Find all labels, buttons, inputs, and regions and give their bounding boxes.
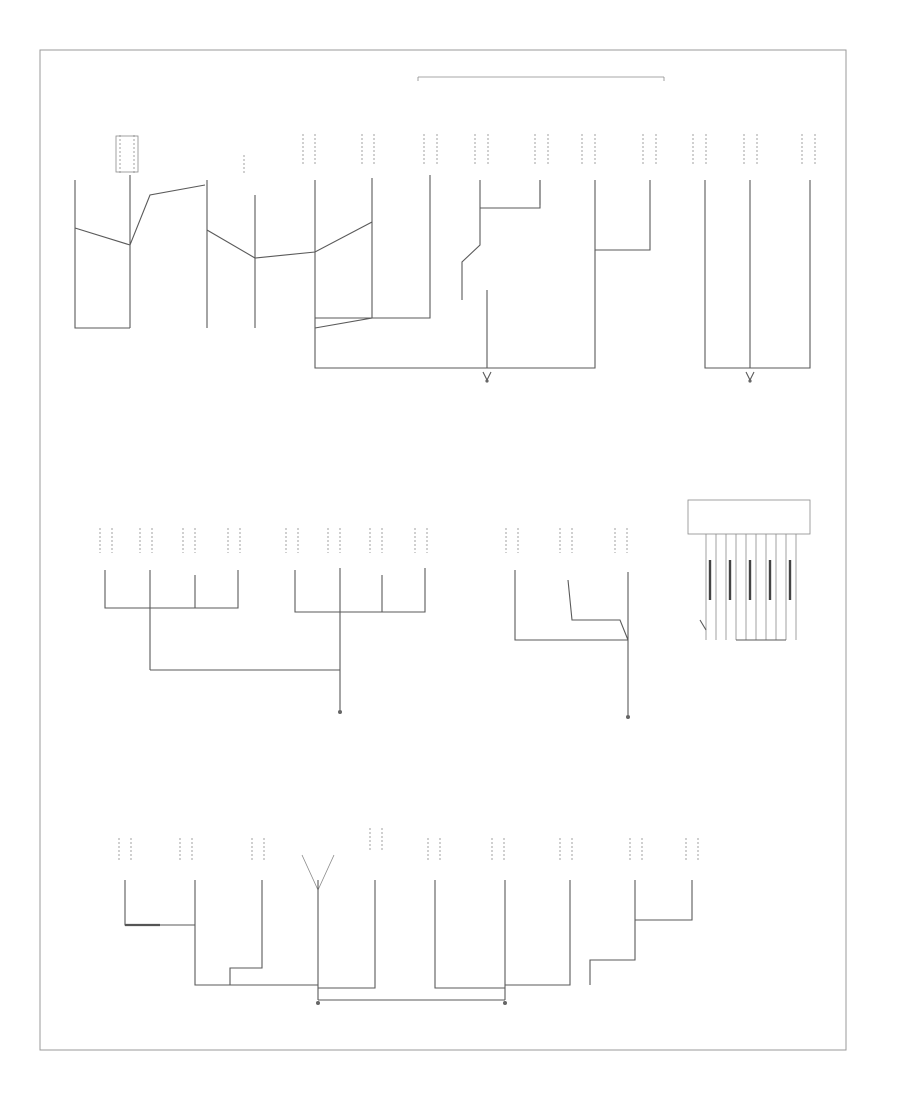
- ground-symbol-icon: [482, 371, 492, 383]
- ground-symbol-icon: [626, 715, 630, 719]
- wiring: [124, 880, 693, 1001]
- bottom-section: [118, 828, 699, 1005]
- component-connector: [99, 528, 628, 553]
- wiring: [74, 175, 811, 369]
- middle-section: [99, 499, 811, 719]
- ground-symbol-icon: [503, 1001, 507, 1005]
- top-section: [74, 76, 816, 383]
- diagram-border: [39, 49, 847, 1051]
- wiring: [104, 568, 629, 715]
- component-connector: [118, 828, 699, 891]
- ground-symbol-icon: [745, 371, 755, 383]
- component-connector: [115, 134, 816, 175]
- ground-symbol-icon: [316, 1001, 320, 1005]
- control-module: [687, 499, 811, 641]
- ground-symbol-icon: [338, 710, 342, 714]
